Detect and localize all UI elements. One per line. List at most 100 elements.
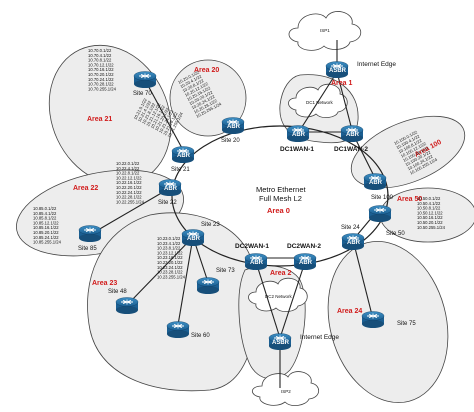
dc1wan-1-label: DC1WAN-1 <box>280 146 314 153</box>
prefix-entry: 10.23.8.1/22 <box>157 246 181 251</box>
area-23-region <box>87 212 257 392</box>
site-23-label: Site 23 <box>201 222 220 228</box>
internet-edge-bottom-label: Internet Edge <box>300 334 339 341</box>
prefix-entry: 10.70.0.1/22 <box>88 48 112 53</box>
prefix-entry: 10.50.16.1/22 <box>417 215 443 220</box>
prefix-list-site-21: 10.21.0.1/2210.21.4.1/2210.21.8.1/2210.2… <box>132 97 184 139</box>
prefix-entry: 10.85.20.1/22 <box>33 230 59 235</box>
isp2-cloud <box>251 371 320 406</box>
prefix-entry: 10.50.0.1/22 <box>417 196 441 201</box>
abr-label: ABR <box>177 153 191 159</box>
router-dc2wan-2[interactable]: ABR DC2WAN-2 <box>287 243 321 271</box>
prefix-entry: 10.70.16.1/22 <box>88 67 114 72</box>
router-dc1wan-2[interactable]: ABR DC1WAN-2 <box>334 125 368 154</box>
isp1-cloud <box>288 11 362 51</box>
prefix-list-site-100: 10.100.0.1/2210.100.4.1/2210.100.8.1/221… <box>393 129 438 175</box>
prefix-entry: 10.22.12.1/22 <box>116 175 142 180</box>
prefix-entry: 10.23.20.1/22 <box>157 260 183 265</box>
site-22-label: Site 22 <box>158 200 177 206</box>
prefix-entry: 10.22.255.1/24 <box>116 199 145 204</box>
prefix-entry: 10.50.8.1/22 <box>417 206 441 211</box>
router-site-70[interactable]: Site 70 <box>133 71 157 98</box>
router-asbr-top[interactable]: ASBR <box>325 61 349 79</box>
router-site-20[interactable]: ABR Site 20 <box>221 117 245 145</box>
asbr-label: ASBR <box>272 340 290 346</box>
prefix-entry: 10.85.24.1/22 <box>33 235 59 240</box>
prefix-entry: 10.22.16.1/22 <box>116 180 142 185</box>
area-1-label: Area 1 <box>331 80 353 87</box>
prefix-entry: 10.85.12.1/22 <box>33 220 59 225</box>
router-site-73[interactable]: Site 73 <box>196 268 235 295</box>
router-site-48[interactable]: Site 48 <box>108 289 139 315</box>
metro-ethernet-ring <box>171 125 389 267</box>
site-21-label: Site 21 <box>171 167 190 173</box>
prefix-entry: 10.70.8.1/22 <box>88 58 112 63</box>
dc1-network-label: DC1 Network <box>306 100 334 105</box>
dc2wan-1-label: DC2WAN-1 <box>235 243 269 250</box>
dc2wan-2-label: DC2WAN-2 <box>287 243 321 250</box>
abr-label: ABR <box>369 180 383 186</box>
router-site-100[interactable]: ABR Site 100 <box>363 173 394 202</box>
prefix-entry: 10.23.28.1/22 <box>157 270 183 275</box>
dc1wan-2-label: DC1WAN-2 <box>334 146 368 153</box>
area-50-label: Area 50 <box>397 196 422 203</box>
site-75-label: Site 75 <box>397 321 416 327</box>
prefix-entry: 10.70.20.1/22 <box>88 72 114 77</box>
prefix-entry: 10.23.255.1/24 <box>157 274 186 279</box>
prefix-entry: 10.22.0.1/22 <box>116 161 140 166</box>
prefix-list-site-22: 10.22.0.1/2210.22.4.1/2210.22.8.1/2210.2… <box>116 161 145 204</box>
prefix-entry: 10.22.4.1/22 <box>116 166 140 171</box>
prefix-entry: 10.70.12.1/22 <box>88 62 114 67</box>
prefix-list-site-70: 10.70.0.1/2210.70.4.1/2210.70.8.1/2210.7… <box>88 48 117 91</box>
prefix-entry: 10.22.8.1/22 <box>116 171 140 176</box>
dc1-network-cloud <box>288 83 348 118</box>
abr-label: ABR <box>299 260 313 266</box>
area-24-label: Area 24 <box>337 308 362 315</box>
router-site-85[interactable]: Site 85 <box>78 225 102 253</box>
internet-edge-top-label: Internet Edge <box>357 61 396 68</box>
core-title-line-1: Metro Ethernet <box>256 185 307 194</box>
asbr-label: ASBR <box>329 68 347 74</box>
core-title-line-2: Full Mesh L2 <box>259 194 302 203</box>
site-100-label: Site 100 <box>371 195 394 201</box>
area-21-label: Area 21 <box>87 116 112 123</box>
abr-label: ABR <box>164 186 178 192</box>
area-24-region <box>327 240 449 404</box>
router-dc1wan-1[interactable]: ABR DC1WAN-1 <box>280 125 314 154</box>
router-asbr-bottom[interactable]: ASBR <box>268 333 292 351</box>
router-site-22[interactable]: ABR Site 22 <box>158 179 182 207</box>
prefix-entry: 10.70.255.1/24 <box>88 86 117 91</box>
area-20-region <box>169 59 247 137</box>
site-48-label: Site 48 <box>108 289 127 295</box>
router-site-24[interactable]: ABR Site 24 <box>341 225 365 251</box>
router-site-60[interactable]: Site 60 <box>166 321 210 340</box>
prefix-list-site-23: 10.23.0.1/2210.23.4.1/2210.23.8.1/2210.2… <box>157 236 186 279</box>
router-dc2wan-1[interactable]: ABR DC2WAN-1 <box>235 243 269 271</box>
prefix-entry: 10.23.24.1/22 <box>157 265 183 270</box>
prefix-entry: 10.50.255.1/24 <box>417 225 446 230</box>
prefix-entry: 10.85.8.1/22 <box>33 216 57 221</box>
prefix-entry: 10.85.16.1/22 <box>33 225 59 230</box>
site-73-label: Site 73 <box>216 268 235 274</box>
prefix-entry: 10.23.4.1/22 <box>157 241 181 246</box>
area-2-label: Area 2 <box>270 270 292 277</box>
isp1-label: ISP1 <box>320 28 330 33</box>
router-site-21[interactable]: ABR Site 21 <box>171 146 195 174</box>
abr-label: ABR <box>346 132 360 138</box>
prefix-entry: 10.22.24.1/22 <box>116 190 142 195</box>
isp2-label: ISP2 <box>281 389 291 394</box>
abr-label: ABR <box>227 124 241 130</box>
router-site-23[interactable]: ABR Site 23 <box>181 222 220 247</box>
prefix-list-site-85: 10.85.0.1/2210.85.4.1/2210.85.8.1/2210.8… <box>33 206 62 245</box>
prefix-entry: 10.50.12.1/22 <box>417 210 443 215</box>
site-50-label: Site 50 <box>386 231 405 237</box>
prefix-entry: 10.70.28.1/22 <box>88 82 114 87</box>
router-site-50[interactable]: Site 50 <box>368 205 405 238</box>
prefix-entry: 10.50.4.1/22 <box>417 201 441 206</box>
prefix-entry: 10.23.12.1/22 <box>157 250 183 255</box>
router-site-75[interactable]: Site 75 <box>361 311 416 329</box>
dc2-network-label: DC2 Network <box>265 294 293 299</box>
area-20-label: Area 20 <box>194 67 219 74</box>
prefix-entry: 10.85.0.1/22 <box>33 206 57 211</box>
